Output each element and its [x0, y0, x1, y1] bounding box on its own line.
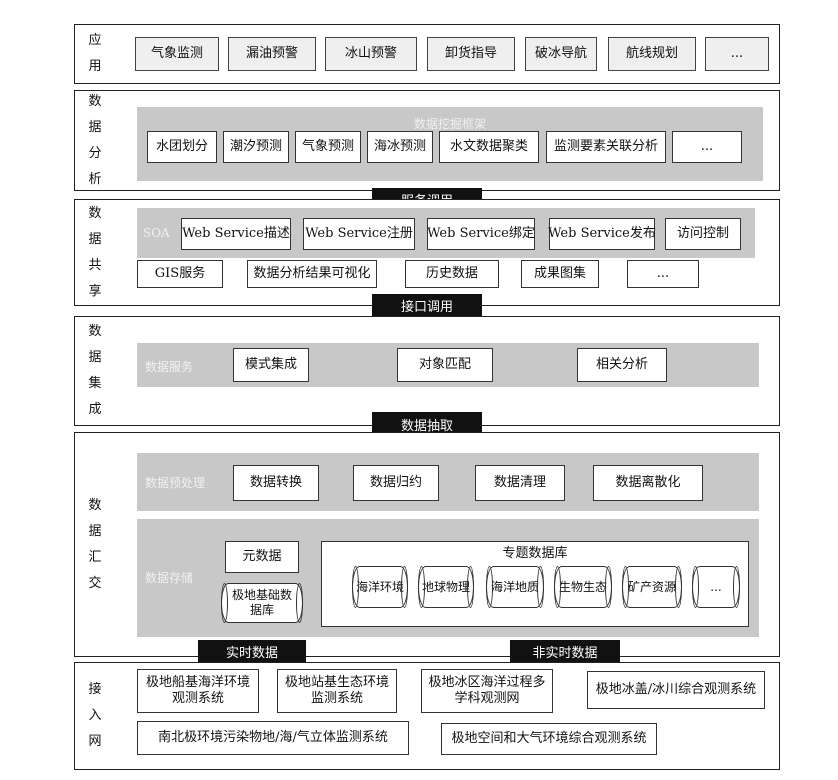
interface-call-connector: 接口调用: [372, 294, 482, 317]
ws-describe[interactable]: Web Service描述: [181, 218, 291, 250]
space-atmosphere-observation-system[interactable]: 极地空间和大气环境综合观测系统: [441, 723, 657, 755]
storage-panel: 数据存储 元数据 极地基础数据库 专题数据库 海洋环境 地球物理 海洋地质 生物…: [137, 519, 759, 637]
data-discretization[interactable]: 数据离散化: [593, 465, 703, 501]
data-mining-framework-panel: 数据挖掘框架 水团划分 潮汐预测 气象预测 海冰预测 水文数据聚类 监测要素关联…: [137, 107, 763, 181]
integration-layer: 数据集成 数据服务 模式集成 对象匹配 相关分析: [74, 316, 780, 426]
ship-based-observation-system[interactable]: 极地船基海洋环境观测系统: [137, 669, 259, 713]
schema-integration[interactable]: 模式集成: [233, 348, 309, 382]
thematic-marine-environment-label: 海洋环境: [356, 579, 405, 594]
analysis-weather-forecast[interactable]: 气象预测: [295, 131, 361, 163]
station-based-monitoring-system[interactable]: 极地站基生态环境监测系统: [277, 669, 397, 713]
thematic-mineral-resources-label: 矿产资源: [628, 579, 677, 594]
app-iceberg-warning[interactable]: 冰山预警: [325, 37, 417, 71]
data-conversion[interactable]: 数据转换: [233, 465, 319, 501]
realtime-data-connector: 实时数据: [198, 640, 306, 663]
ws-publish[interactable]: Web Service发布: [548, 218, 656, 250]
ws-bind[interactable]: Web Service绑定: [427, 218, 535, 250]
app-more[interactable]: ...: [705, 37, 769, 71]
sharing-layer: 数据共享 SOA Web Service描述 Web Service注册 Web…: [74, 199, 780, 306]
object-matching[interactable]: 对象匹配: [397, 348, 493, 382]
integration-layer-label: 数据集成: [88, 324, 102, 417]
soa-title: SOA: [143, 226, 170, 240]
sharing-more[interactable]: ...: [627, 260, 699, 288]
analysis-sea-ice-forecast[interactable]: 海冰预测: [367, 131, 433, 163]
aggregation-layer: 数据汇交 数据预处理 数据转换 数据归约 数据清理 数据离散化 数据存储 元数据…: [74, 432, 780, 657]
gis-service[interactable]: GIS服务: [137, 260, 223, 288]
analysis-element-correlation[interactable]: 监测要素关联分析: [546, 131, 666, 163]
thematic-geophysics[interactable]: 地球物理: [418, 566, 474, 608]
app-route-planning[interactable]: 航线规划: [608, 37, 696, 71]
thematic-database: 专题数据库 海洋环境 地球物理 海洋地质 生物生态 矿产资源 ...: [321, 541, 749, 627]
data-service-panel: 数据服务 模式集成 对象匹配 相关分析: [137, 343, 759, 387]
pollutant-monitoring-system[interactable]: 南北极环境污染物地/海/气立体监测系统: [137, 721, 409, 755]
application-layer-label: 应用: [88, 33, 102, 74]
thematic-bio-ecology[interactable]: 生物生态: [554, 566, 612, 608]
thematic-database-title: 专题数据库: [502, 546, 568, 561]
thematic-marine-geology-label: 海洋地质: [491, 579, 540, 594]
data-service-title: 数据服务: [145, 360, 194, 374]
metadata[interactable]: 元数据: [225, 541, 299, 573]
analysis-hydrology-clustering[interactable]: 水文数据聚类: [439, 131, 539, 163]
polar-base-database-label: 极地基础数据库: [231, 588, 292, 617]
data-mining-framework-title: 数据挖掘框架: [413, 117, 486, 131]
app-icebreaking-navigation[interactable]: 破冰导航: [525, 37, 597, 71]
ws-register[interactable]: Web Service注册: [303, 218, 415, 250]
analysis-layer-label: 数据分析: [88, 93, 102, 187]
access-control[interactable]: 访问控制: [665, 218, 741, 250]
thematic-more-label: ...: [710, 579, 722, 594]
soa-panel: SOA Web Service描述 Web Service注册 Web Serv…: [137, 208, 755, 258]
analysis-tide-forecast[interactable]: 潮汐预测: [223, 131, 289, 163]
app-unloading-guidance[interactable]: 卸货指导: [427, 37, 515, 71]
thematic-mineral-resources[interactable]: 矿产资源: [622, 566, 682, 608]
polar-base-database[interactable]: 极地基础数据库: [221, 583, 303, 623]
analysis-more[interactable]: ...: [672, 131, 742, 163]
preprocess-title: 数据预处理: [145, 476, 206, 490]
data-reduction[interactable]: 数据归约: [353, 465, 439, 501]
analysis-water-mass-division[interactable]: 水团划分: [147, 131, 217, 163]
aggregation-layer-label: 数据汇交: [88, 497, 102, 591]
thematic-geophysics-label: 地球物理: [422, 579, 471, 594]
correlation-analysis[interactable]: 相关分析: [577, 348, 667, 382]
thematic-marine-geology[interactable]: 海洋地质: [486, 566, 544, 608]
analysis-result-visualization[interactable]: 数据分析结果可视化: [247, 260, 377, 288]
thematic-more[interactable]: ...: [692, 566, 740, 608]
ice-zone-observation-network[interactable]: 极地冰区海洋过程多学科观测网: [421, 669, 553, 713]
ice-sheet-glacier-observation-system[interactable]: 极地冰盖/冰川综合观测系统: [587, 671, 765, 709]
app-oil-spill-warning[interactable]: 漏油预警: [228, 37, 316, 71]
result-atlas[interactable]: 成果图集: [521, 260, 599, 288]
storage-title: 数据存储: [145, 571, 194, 585]
application-layer: 应用 气象监测 漏油预警 冰山预警 卸货指导 破冰导航 航线规划 ...: [74, 24, 780, 84]
access-layer-label: 接入网: [88, 682, 102, 749]
analysis-layer: 数据分析 数据挖掘框架 水团划分 潮汐预测 气象预测 海冰预测 水文数据聚类 监…: [74, 90, 780, 191]
preprocess-panel: 数据预处理 数据转换 数据归约 数据清理 数据离散化: [137, 453, 759, 511]
non-realtime-data-connector: 非实时数据: [510, 640, 620, 663]
historical-data[interactable]: 历史数据: [405, 260, 499, 288]
app-weather-monitoring[interactable]: 气象监测: [135, 37, 219, 71]
data-cleaning[interactable]: 数据清理: [475, 465, 565, 501]
sharing-layer-label: 数据共享: [88, 205, 102, 299]
thematic-bio-ecology-label: 生物生态: [559, 579, 608, 594]
access-layer: 接入网 极地船基海洋环境观测系统 极地站基生态环境监测系统 极地冰区海洋过程多学…: [74, 662, 780, 770]
thematic-marine-environment[interactable]: 海洋环境: [352, 566, 408, 608]
